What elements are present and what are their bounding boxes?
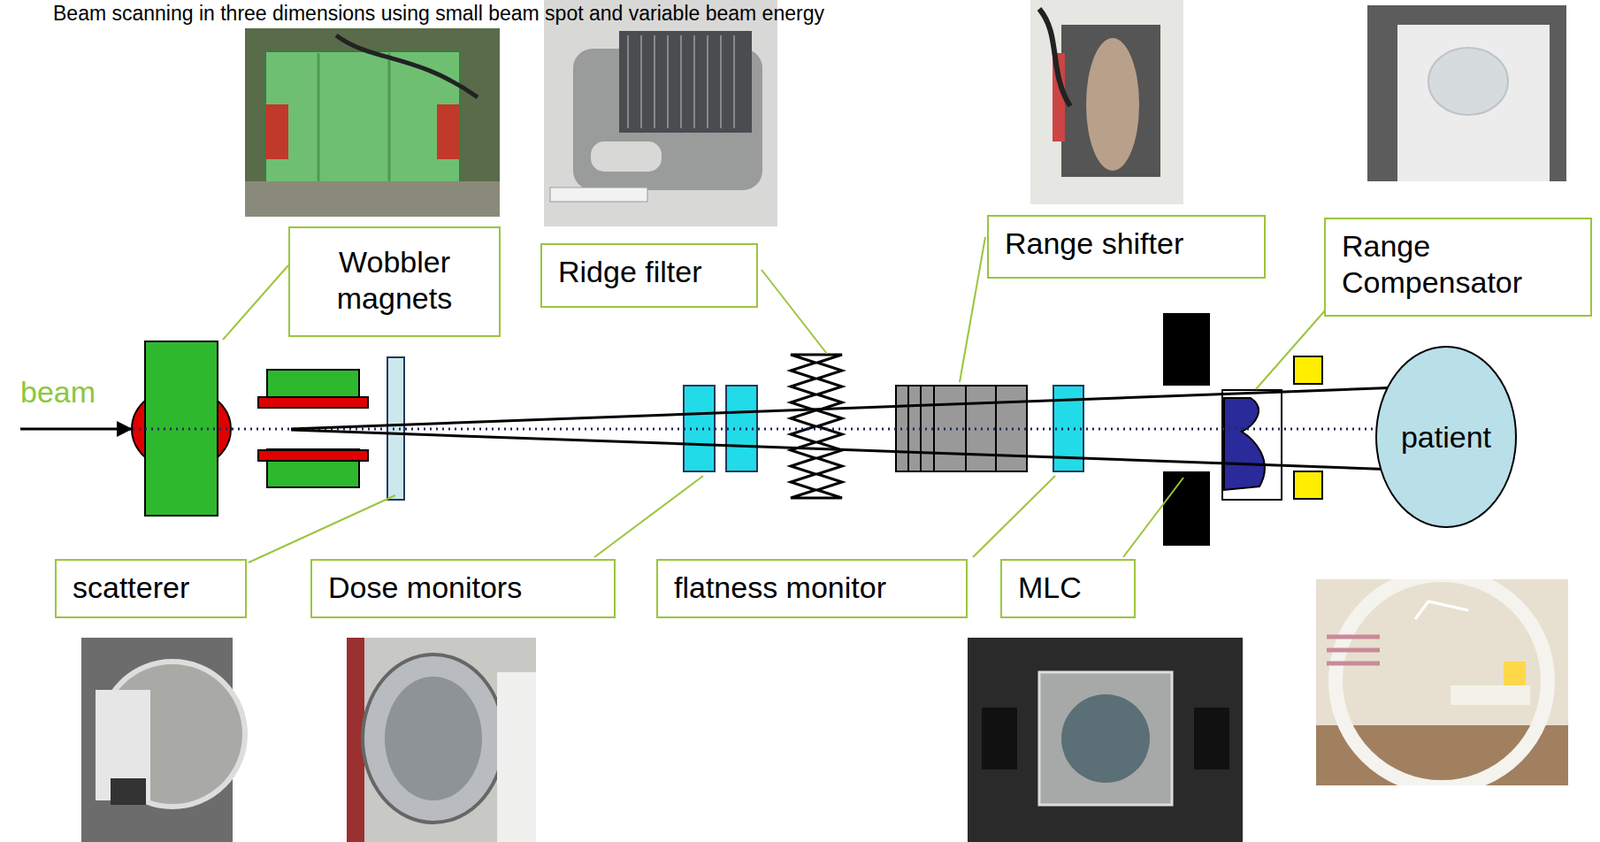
photo-ground — [543, 0, 778, 227]
part-label-box: Range shifter — [987, 214, 1266, 279]
beam-arrow — [20, 428, 131, 431]
cable — [1039, 8, 1071, 107]
part-name: patient — [1398, 419, 1494, 456]
photo-ground — [967, 637, 1243, 842]
magnet-coil — [436, 104, 460, 160]
compensator-cavity — [1428, 47, 1509, 115]
leader-line — [959, 237, 986, 383]
part-label-box: Dose monitors — [310, 558, 616, 619]
monitor-disc — [362, 654, 505, 823]
panel-line — [317, 53, 321, 183]
part-label-box: MLC — [1000, 558, 1136, 619]
ridges — [627, 35, 735, 129]
patient-body — [1376, 346, 1516, 528]
couch-block — [1503, 661, 1526, 686]
part-label-box: flatness monitor — [656, 558, 968, 619]
part-name: Dose monitors — [328, 569, 522, 606]
part-label-box: Wobbler magnets — [288, 226, 501, 337]
beam-ray — [290, 429, 1449, 472]
magnet-coil — [265, 104, 289, 160]
leader-line — [972, 475, 1056, 558]
wobbler-photo — [244, 28, 500, 217]
part-name: Wobbler magnets — [302, 244, 487, 317]
collimator-block — [1293, 471, 1323, 499]
leader-line — [248, 495, 396, 563]
compensator-block — [1397, 24, 1550, 182]
shifter-plates — [908, 385, 996, 472]
range-compensator — [1224, 398, 1265, 490]
part-name: Ridge filter — [558, 253, 703, 291]
leader-line — [594, 475, 704, 558]
mlc-leaf — [1163, 471, 1210, 546]
part-name: scatterer — [72, 569, 190, 606]
scatterer-photo — [81, 637, 245, 842]
range-shifter-photo — [1030, 0, 1184, 205]
ruler — [550, 187, 648, 202]
leader-line — [1123, 477, 1184, 558]
shifter-housing — [1061, 24, 1161, 177]
leader-line — [1255, 309, 1326, 390]
panel — [497, 672, 536, 842]
lamp — [1415, 601, 1469, 620]
leader-line — [761, 269, 827, 354]
part-label-box: Ridge filter — [540, 243, 758, 308]
mlc-bracket — [981, 707, 1018, 770]
beam-ray — [290, 385, 1449, 429]
part-name: Range shifter — [1004, 225, 1184, 262]
handle-cutout — [590, 141, 662, 172]
wobbler-coil — [258, 450, 368, 461]
ridge-filter-photo — [543, 0, 778, 227]
mlc-aperture — [1061, 694, 1150, 783]
treatment-room-photo — [1316, 579, 1569, 786]
mlc-bracket — [1194, 707, 1230, 770]
page-title: Beam scanning in three dimensions using … — [53, 1, 825, 26]
part-name: MLC — [1018, 569, 1082, 606]
wobbler-coil — [258, 397, 368, 408]
shifter-plates — [1086, 38, 1140, 171]
ridge-block — [619, 30, 752, 133]
scatterer-plate — [387, 357, 405, 500]
mlc-leaf — [1163, 313, 1210, 386]
dose-monitor-photo — [346, 637, 536, 842]
wobbler-magnet — [145, 341, 218, 516]
leader-line — [222, 265, 289, 340]
mlc-frame — [1039, 672, 1172, 805]
part-name: Range Compensator — [1341, 228, 1575, 301]
panel-line — [388, 53, 391, 183]
couch — [1450, 685, 1531, 705]
gantry-ring — [1335, 579, 1548, 786]
monitor-window — [384, 676, 483, 801]
wall-stripes — [1326, 636, 1380, 664]
frame — [244, 181, 500, 217]
photo-ground — [244, 28, 500, 217]
range-compensator-photo — [1367, 5, 1567, 182]
compensator-holder — [1222, 390, 1282, 500]
part-label-box: scatterer — [54, 558, 247, 619]
patient-ellipse: patient — [1374, 344, 1518, 529]
part-label-box: Range Compensator — [1324, 217, 1593, 317]
photo-ground — [1367, 5, 1567, 182]
photo-ground — [1030, 0, 1184, 205]
collimator-block — [1293, 356, 1323, 384]
beam-label: beam — [20, 375, 96, 410]
mlc-photo — [967, 637, 1243, 842]
leader-lines — [222, 237, 1326, 563]
part-name: flatness monitor — [673, 569, 887, 606]
ridge-filter — [790, 354, 843, 498]
electronics — [110, 778, 146, 805]
cable — [336, 35, 478, 98]
photo-ground — [346, 637, 536, 842]
